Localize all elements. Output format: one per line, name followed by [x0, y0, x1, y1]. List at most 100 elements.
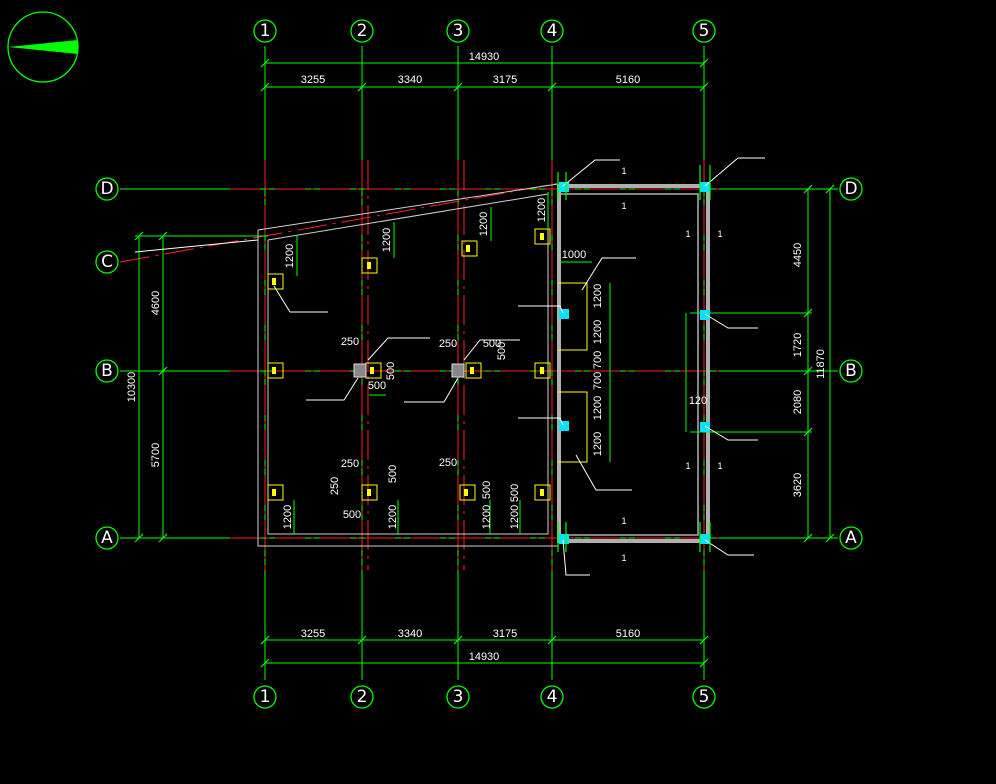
dim-top-total: 14930: [469, 51, 500, 63]
dim-local: 1200: [592, 396, 604, 420]
isolated-piers: [267, 228, 551, 501]
column: [559, 309, 569, 319]
pier: [465, 362, 482, 379]
axis-label-B-right: B: [845, 361, 857, 381]
dim-top-seg-2: 3340: [398, 74, 422, 86]
dim-local: 250: [341, 458, 359, 470]
pier: [461, 240, 478, 257]
axis-label-A-right: A: [845, 528, 857, 548]
column: [700, 310, 710, 320]
section-mark: 1: [621, 516, 626, 526]
dim-local: 250: [439, 457, 457, 469]
column: [700, 182, 710, 192]
column: [559, 421, 569, 431]
dim-left-seg-2: 5700: [150, 443, 162, 467]
dim-local: 1000: [562, 249, 586, 261]
dim-bottom-total: 14930: [469, 651, 500, 663]
axis-label-2-top: 2: [357, 21, 368, 41]
dim-local: 1200: [381, 228, 393, 252]
dim-local: 500: [483, 338, 501, 350]
vertical-axis-lines: [264, 46, 705, 680]
axis-label-A-left: A: [101, 528, 113, 548]
dim-right-seg-2: 1720: [792, 333, 804, 357]
section-marks: 1 1 1 1 1 1 1 1: [621, 166, 722, 563]
dim-top-seg-4: 5160: [616, 74, 640, 86]
dim-local: 700: [592, 351, 604, 369]
dim-local: 1200: [592, 432, 604, 456]
structural-columns: [559, 182, 710, 544]
local-dimensions: 1200 1200 1200 1200 1000 1200 1200 700 7…: [282, 192, 707, 534]
dim-local: 250: [439, 338, 457, 350]
dim-local: 1200: [387, 505, 399, 529]
axis-label-B-left: B: [101, 361, 113, 381]
pier: [267, 362, 284, 379]
hatched-pier: [451, 363, 465, 378]
pier: [267, 484, 284, 501]
axis-label-D-right: D: [844, 179, 857, 199]
strip-footings: [558, 282, 588, 463]
dim-local: 500: [368, 380, 386, 392]
row-bubbles-left: D C B A: [95, 177, 119, 550]
dim-local: 1200: [481, 505, 493, 529]
pier: [534, 362, 551, 379]
north-arrow-icon: [7, 11, 79, 83]
pier: [459, 484, 476, 501]
axis-label-4-top: 4: [547, 21, 558, 41]
bottom-dimensions: 3255 3340 3175 5160 14930: [260, 628, 709, 668]
axis-label-1-top: 1: [260, 21, 271, 41]
dim-local: 250: [341, 336, 359, 348]
dim-local: 500: [509, 484, 521, 502]
axis-label-4-bottom: 4: [547, 687, 558, 707]
leader-lines: [134, 157, 765, 576]
axis-label-D-left: D: [100, 179, 113, 199]
axis-label-3-bottom: 3: [453, 687, 464, 707]
section-mark: 1: [685, 461, 690, 471]
column-bubbles-top: 1 2 3 4 5: [253, 19, 716, 43]
dim-local: 500: [387, 465, 399, 483]
section-mark: 1: [717, 461, 722, 471]
dim-local: 500: [496, 342, 508, 360]
dim-local: 500: [481, 481, 493, 499]
dim-local: 1200: [592, 284, 604, 308]
dim-right-seg-1: 4450: [792, 243, 804, 267]
axis-label-C-left: C: [101, 252, 113, 272]
section-mark: 1: [685, 229, 690, 239]
pier: [534, 228, 551, 245]
column: [700, 422, 710, 432]
pier: [534, 484, 551, 501]
row-bubbles-right: D B A: [839, 177, 863, 550]
axis-label-3-top: 3: [453, 21, 464, 41]
dim-local: 500: [343, 509, 361, 521]
pier: [267, 273, 284, 290]
dim-bottom-seg-2: 3340: [398, 628, 422, 640]
pier: [361, 484, 378, 501]
hatched-pier: [353, 363, 367, 378]
left-dimensions: 10300 4600 5700: [126, 231, 268, 543]
wall-ticks: [557, 165, 711, 552]
dim-top-seg-3: 3175: [493, 74, 517, 86]
column: [559, 182, 569, 192]
dim-left-total: 10300: [126, 372, 138, 403]
dim-bottom-seg-4: 5160: [616, 628, 640, 640]
dim-bottom-seg-1: 3255: [301, 628, 325, 640]
column-bubbles-bottom: 1 2 3 4 5: [253, 685, 716, 709]
column: [559, 534, 569, 544]
axis-label-5-top: 5: [699, 21, 710, 41]
section-mark: 1: [621, 166, 626, 176]
dim-top-seg-1: 3255: [301, 74, 325, 86]
top-dimensions: 14930 3255 3340 3175 5160: [260, 51, 709, 92]
dim-local: 1200: [478, 212, 490, 236]
horizontal-axis-lines: [119, 182, 838, 539]
column: [700, 534, 710, 544]
section-mark: 1: [717, 229, 722, 239]
axis-label-1-bottom: 1: [260, 687, 271, 707]
axis-label-5-bottom: 5: [699, 687, 710, 707]
dim-local: 1200: [592, 320, 604, 344]
dim-right-total: 11870: [815, 349, 827, 379]
dim-local: 1200: [282, 505, 294, 529]
axis-label-2-bottom: 2: [357, 687, 368, 707]
dim-local: 250: [329, 477, 341, 495]
pier: [361, 257, 378, 274]
right-dimensions: 4450 1720 2080 3620 11870: [690, 184, 835, 543]
